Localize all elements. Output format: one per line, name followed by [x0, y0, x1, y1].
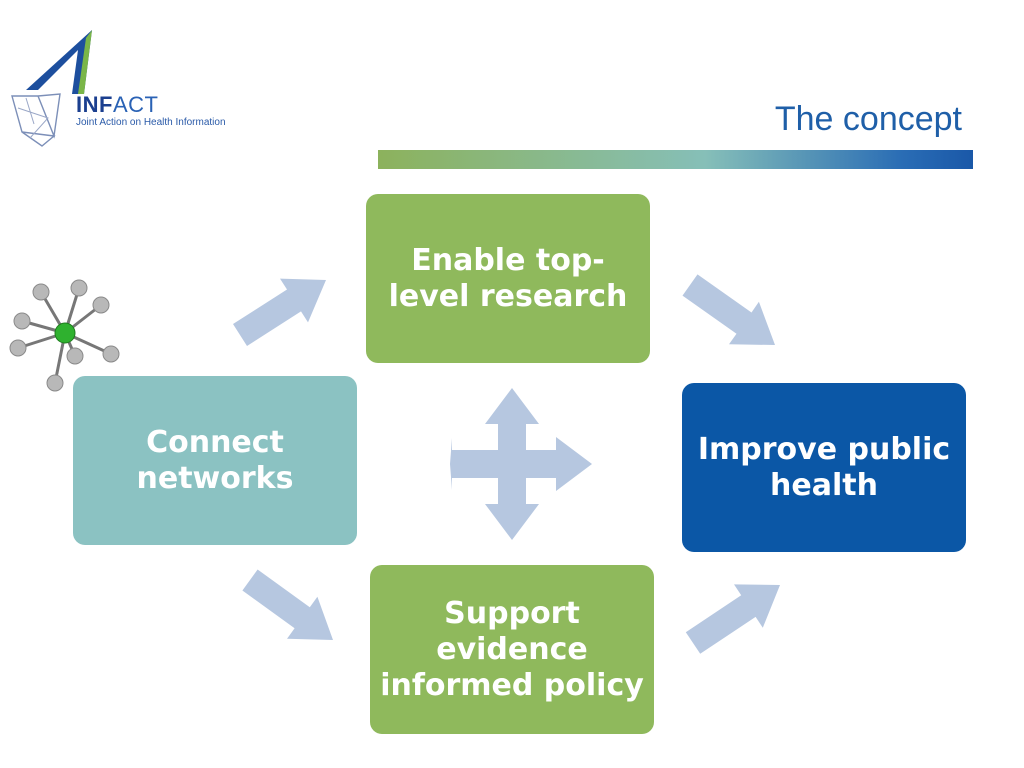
molecule-atom — [70, 279, 88, 297]
page-title: The concept — [774, 100, 962, 138]
molecule-atom — [46, 374, 64, 392]
arrow-connect-to-policy — [242, 569, 333, 640]
molecule-atom — [102, 345, 120, 363]
cross-arrow-down — [485, 462, 539, 540]
node-label: Improve public health — [697, 431, 951, 503]
node-label: Enable top- level research — [388, 242, 628, 314]
molecule-atom — [66, 347, 84, 365]
node-support-policy: Support evidence informed policy — [370, 565, 654, 734]
infact-logo-icon — [11, 30, 92, 147]
cross-arrow-up — [485, 388, 539, 470]
infact-logo: INFACT Joint Action on Health Informatio… — [8, 28, 238, 153]
node-improve-health: Improve public health — [682, 383, 966, 552]
node-label: Support evidence informed policy — [380, 595, 644, 703]
node-enable-research: Enable top- level research — [366, 194, 650, 363]
arrow-research-to-health — [682, 274, 775, 345]
molecule-atom — [13, 312, 31, 330]
logo-tagline: Joint Action on Health Information — [76, 117, 226, 128]
arrow-connect-to-research — [233, 278, 326, 346]
molecule-atom — [9, 339, 27, 357]
molecule-atom — [32, 283, 50, 301]
molecule-core-atom — [54, 322, 76, 344]
cross-arrow-left — [450, 438, 506, 490]
cross-arrow-right — [512, 437, 592, 491]
node-connect-networks: Connect networks — [73, 376, 357, 545]
molecule-atom — [92, 296, 110, 314]
logo-wordmark: INFACT — [76, 92, 159, 117]
arrow-policy-to-health — [685, 584, 780, 654]
title-underline-bar — [378, 150, 973, 169]
molecule-icon — [9, 279, 120, 392]
node-label: Connect networks — [136, 424, 294, 496]
